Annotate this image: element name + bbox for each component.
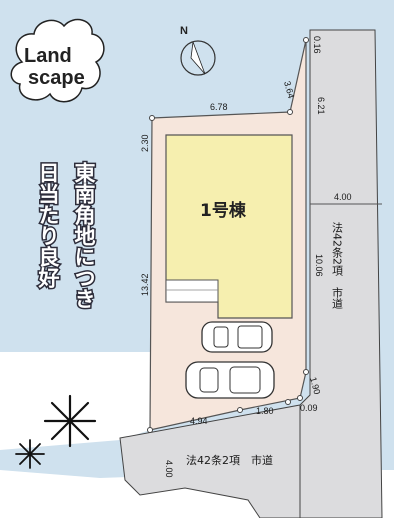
- dim-diagonal: 3.64: [282, 80, 296, 100]
- east-road-width: 4.00: [334, 192, 352, 202]
- logo-line-2: scape: [28, 67, 85, 89]
- sparkle-icon: [43, 394, 97, 448]
- lower-left-area: [0, 352, 150, 450]
- dim-bottom: 4.94: [190, 416, 208, 426]
- dim-far-top: 0.16: [312, 36, 322, 54]
- east-road: [299, 29, 383, 518]
- survey-points: [147, 37, 309, 433]
- parked-car-upper: [201, 321, 273, 353]
- logo-line-1: Land: [24, 45, 72, 67]
- dim-corner-b: 0.09: [300, 403, 318, 413]
- building-label: 1号棟: [200, 200, 247, 221]
- building-porch: [165, 279, 219, 303]
- north-label: N: [180, 25, 188, 37]
- north-compass-icon: N: [180, 25, 216, 76]
- dim-left: 13.42: [140, 273, 150, 296]
- small-sparkle-icon: [15, 439, 45, 469]
- south-road-label: 法42条2項 市道: [186, 453, 273, 467]
- dim-right: 10.06: [314, 254, 324, 277]
- logo-cloud: [10, 18, 105, 103]
- dim-top-left: 2.30: [140, 134, 150, 152]
- promo-line-2: 日当たり良好: [36, 162, 61, 288]
- promo-line-1: 東南角地につき: [72, 162, 96, 309]
- parked-car-lower: [185, 361, 275, 399]
- east-road-label: 法42条2項 市道: [331, 221, 344, 309]
- south-road: [119, 404, 301, 518]
- dim-top: 6.78: [210, 102, 228, 112]
- landscape-logo: Land scape: [10, 18, 105, 103]
- dim-corner-diag: 1.90: [308, 376, 322, 396]
- south-road-width: 4.00: [164, 460, 174, 478]
- dim-right-upper: 6.21: [316, 97, 326, 115]
- dim-corner-a: 1.80: [256, 406, 274, 416]
